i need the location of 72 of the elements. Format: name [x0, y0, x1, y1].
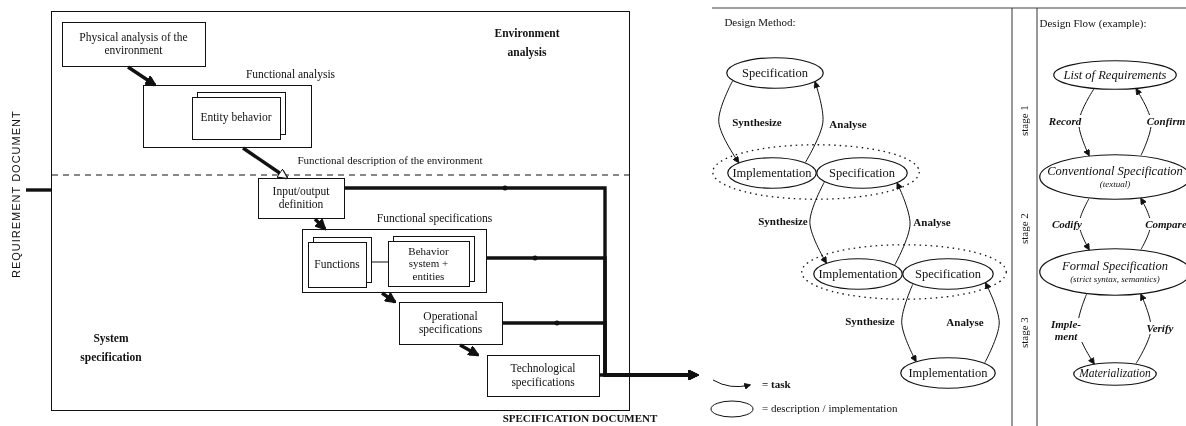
stacked-box	[387, 235, 475, 287]
description-ellipse	[1073, 362, 1157, 386]
group-heading: Functional analysis	[244, 67, 337, 82]
edge-label: Verify	[1146, 321, 1174, 335]
document-label: REQUIREMENT DOCUMENT	[8, 109, 23, 280]
edge-label: Imple- ment	[1047, 317, 1085, 343]
legend-label: = description / implementation	[762, 402, 898, 416]
ellipse-subtitle: (textual)	[1099, 179, 1131, 190]
edge-label: Confirm	[1146, 114, 1186, 128]
process-box	[486, 354, 600, 397]
arrow	[600, 369, 699, 381]
task-arrow	[1140, 197, 1152, 250]
arrow	[313, 217, 327, 231]
ellipse-label: Specification	[742, 65, 808, 81]
stage-label: stage 1	[1017, 104, 1032, 139]
connector-line	[371, 261, 389, 263]
ellipse-label: Materialization	[1079, 367, 1151, 381]
ellipse-label: List of Requirements	[1063, 67, 1167, 83]
box-label: Physical analysis of the environment	[78, 29, 189, 58]
process-box	[61, 21, 206, 67]
panel-title: Design Method:	[723, 16, 797, 30]
stage-label: stage 2	[1017, 212, 1032, 247]
dashed-ellipse	[712, 144, 920, 200]
group-heading: Functional specifications	[375, 211, 494, 226]
description-ellipse	[813, 258, 903, 290]
ellipse-label: Specification	[915, 266, 981, 282]
description-ellipse	[1053, 60, 1177, 90]
edge-label: Compare	[1145, 217, 1186, 231]
box-label: Entity behavior	[199, 110, 273, 126]
task-arrow	[894, 182, 911, 266]
task-arrow	[984, 282, 1000, 364]
box-label: Behavior system + entities	[407, 243, 450, 284]
task-arrow	[804, 81, 824, 163]
ellipse-label: Implementation	[908, 365, 988, 381]
task-arrow	[1078, 198, 1090, 251]
edge-label: Codify	[1052, 217, 1082, 231]
process-box	[257, 177, 345, 219]
ellipse-label: Implementation	[818, 266, 898, 282]
box-label: Technological specifications	[509, 361, 577, 391]
ellipse-label: Implementation	[732, 165, 812, 181]
description-ellipse	[902, 258, 994, 290]
ellipse-label: Conventional Specification	[1047, 164, 1183, 180]
box-label: Functions	[313, 256, 361, 272]
description-ellipse	[900, 357, 996, 389]
task-arrow	[718, 80, 740, 164]
edge-label: Record	[1048, 114, 1082, 128]
task-arrow	[901, 283, 917, 362]
region-title: Environment analysis	[493, 26, 561, 61]
arrow	[242, 146, 289, 180]
description-ellipse	[727, 157, 817, 189]
panel-title: Design Flow (example):	[1038, 17, 1148, 31]
frame-box	[51, 11, 630, 411]
arrow	[381, 291, 397, 304]
ellipse-subtitle: (strict syntax, semantics)	[1070, 274, 1160, 285]
region-title: System specification	[79, 331, 143, 366]
ellipse-label: Specification	[829, 165, 895, 181]
arrow	[459, 343, 480, 357]
edge-label: Functional description of the environment	[297, 153, 483, 167]
process-box	[398, 301, 503, 345]
box-label: Operational specifications	[417, 308, 484, 338]
description-ellipse	[726, 57, 824, 89]
connector-line	[26, 188, 51, 192]
description-ellipse	[816, 157, 908, 189]
legend-label: = task	[762, 378, 791, 392]
task-arrow	[809, 181, 827, 264]
dashed-ellipse	[801, 244, 1007, 300]
stage-label: stage 3	[1017, 316, 1032, 351]
stacked-box	[307, 236, 372, 288]
document-label: SPECIFICATION DOCUMENT	[501, 412, 659, 426]
ellipse-label: Formal Specification	[1062, 259, 1168, 275]
stacked-box	[191, 91, 286, 140]
box-label: Input/output definition	[272, 183, 330, 212]
